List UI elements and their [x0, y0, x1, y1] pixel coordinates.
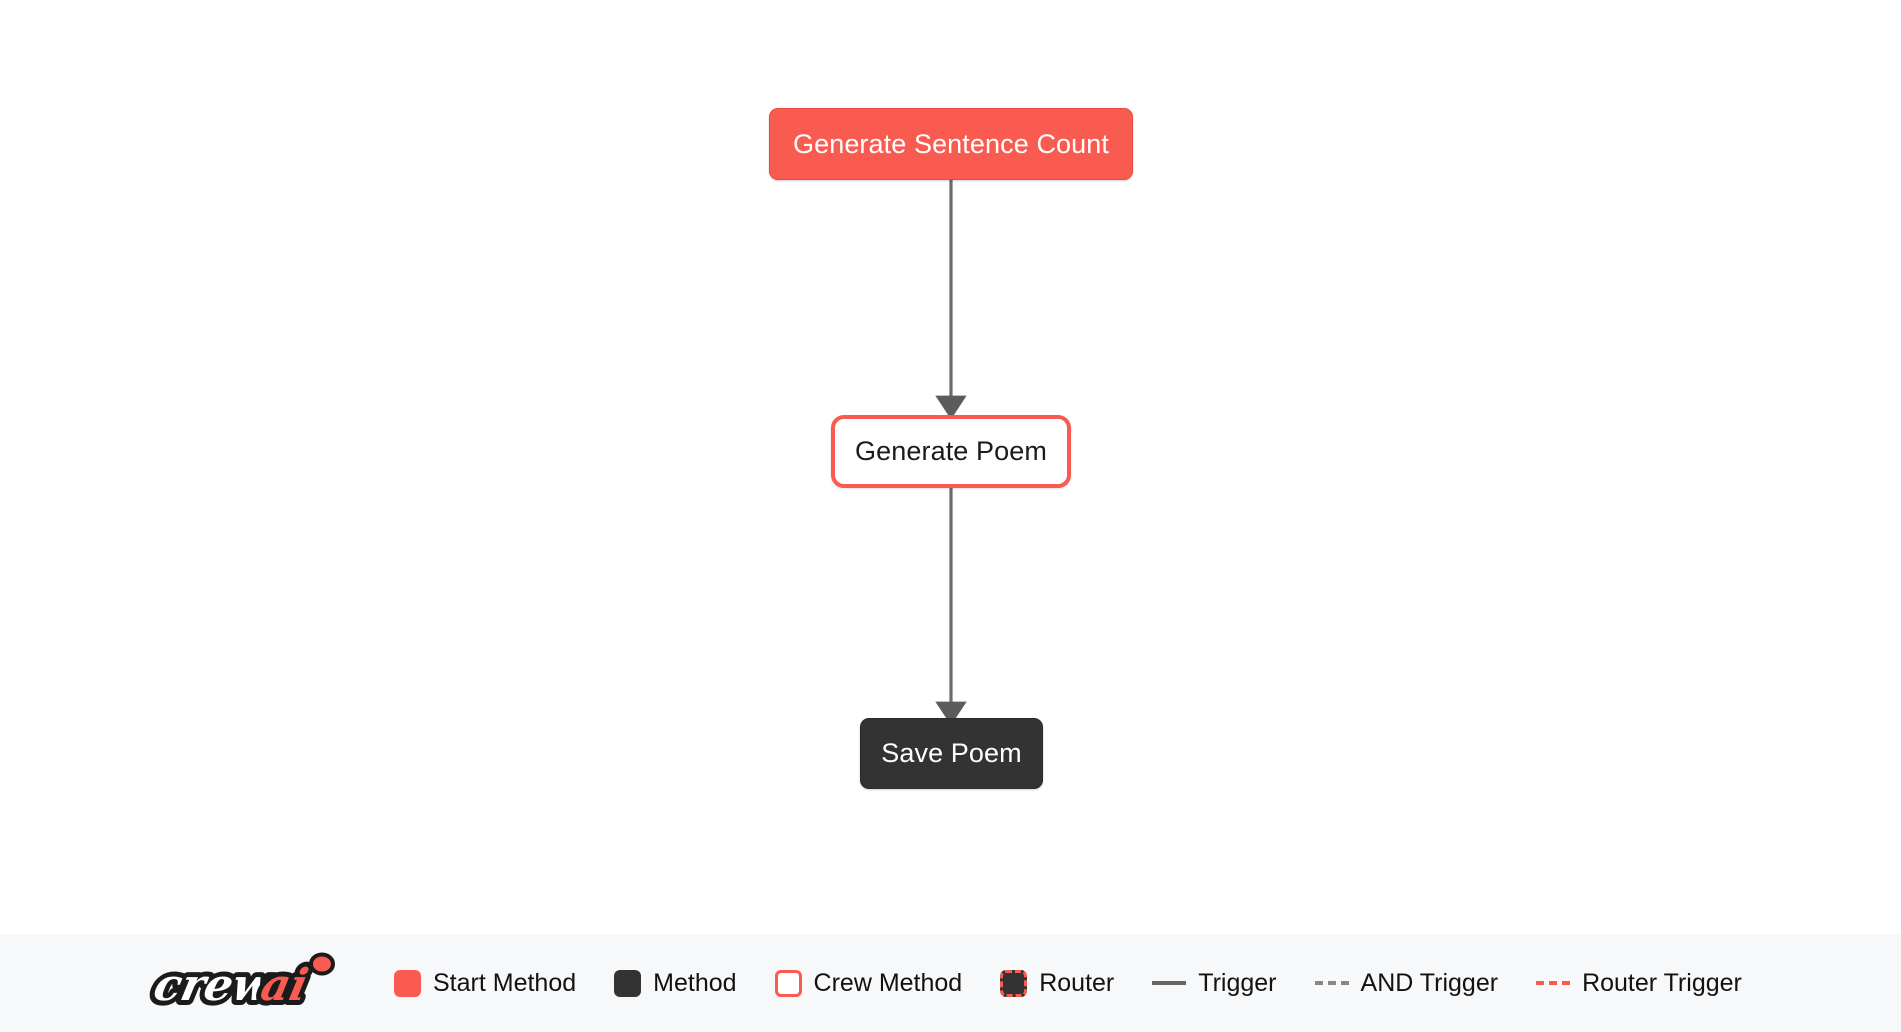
crew-method-swatch-icon [774, 969, 802, 997]
legend-label: Start Method [433, 968, 577, 997]
flow-node-save-poem[interactable]: Save Poem [860, 718, 1043, 789]
logo-ai-text: ai [256, 959, 312, 1010]
flow-canvas[interactable]: Generate Sentence Count Generate Poem Sa… [0, 0, 1901, 934]
legend-label: Trigger [1198, 968, 1277, 997]
logo-crew-text: crew [149, 959, 277, 1010]
legend-label: Crew Method [813, 968, 963, 997]
flow-node-generate-poem[interactable]: Generate Poem [831, 415, 1071, 488]
router-trigger-line-icon [1536, 981, 1571, 985]
legend-label: Router Trigger [1582, 968, 1742, 997]
legend-item-trigger: Trigger [1152, 968, 1277, 998]
legend-bar: crew crew ai ai Start Method Method Crew… [0, 934, 1901, 1032]
legend-item-start-method: Start Method [394, 969, 576, 998]
legend-label: Method [653, 968, 737, 997]
legend-item-router-trigger: Router Trigger [1536, 969, 1742, 998]
flow-node-label: Generate Sentence Count [792, 128, 1110, 159]
router-swatch-icon [1000, 969, 1028, 997]
logo-dot-icon [309, 952, 335, 976]
crewai-logo: crew crew ai ai [144, 952, 335, 1014]
method-swatch-icon [614, 969, 642, 997]
legend-label: Router [1039, 968, 1115, 997]
trigger-line-icon [1152, 981, 1187, 985]
start-method-swatch-icon [394, 969, 421, 997]
legend-item-method: Method [614, 968, 737, 998]
and-trigger-line-icon [1314, 981, 1349, 985]
flow-node-label: Generate Poem [855, 436, 1047, 466]
logo-outline: crew [149, 959, 277, 1010]
flow-node-label: Save Poem [881, 738, 1022, 768]
legend-item-and-trigger: AND Trigger [1314, 968, 1499, 998]
legend-item-crew-method: Crew Method [774, 968, 963, 998]
legend-item-router: Router [1000, 969, 1114, 998]
flow-node-generate-sentence-count[interactable]: Generate Sentence Count [769, 108, 1133, 180]
legend-label: AND Trigger [1360, 968, 1499, 997]
